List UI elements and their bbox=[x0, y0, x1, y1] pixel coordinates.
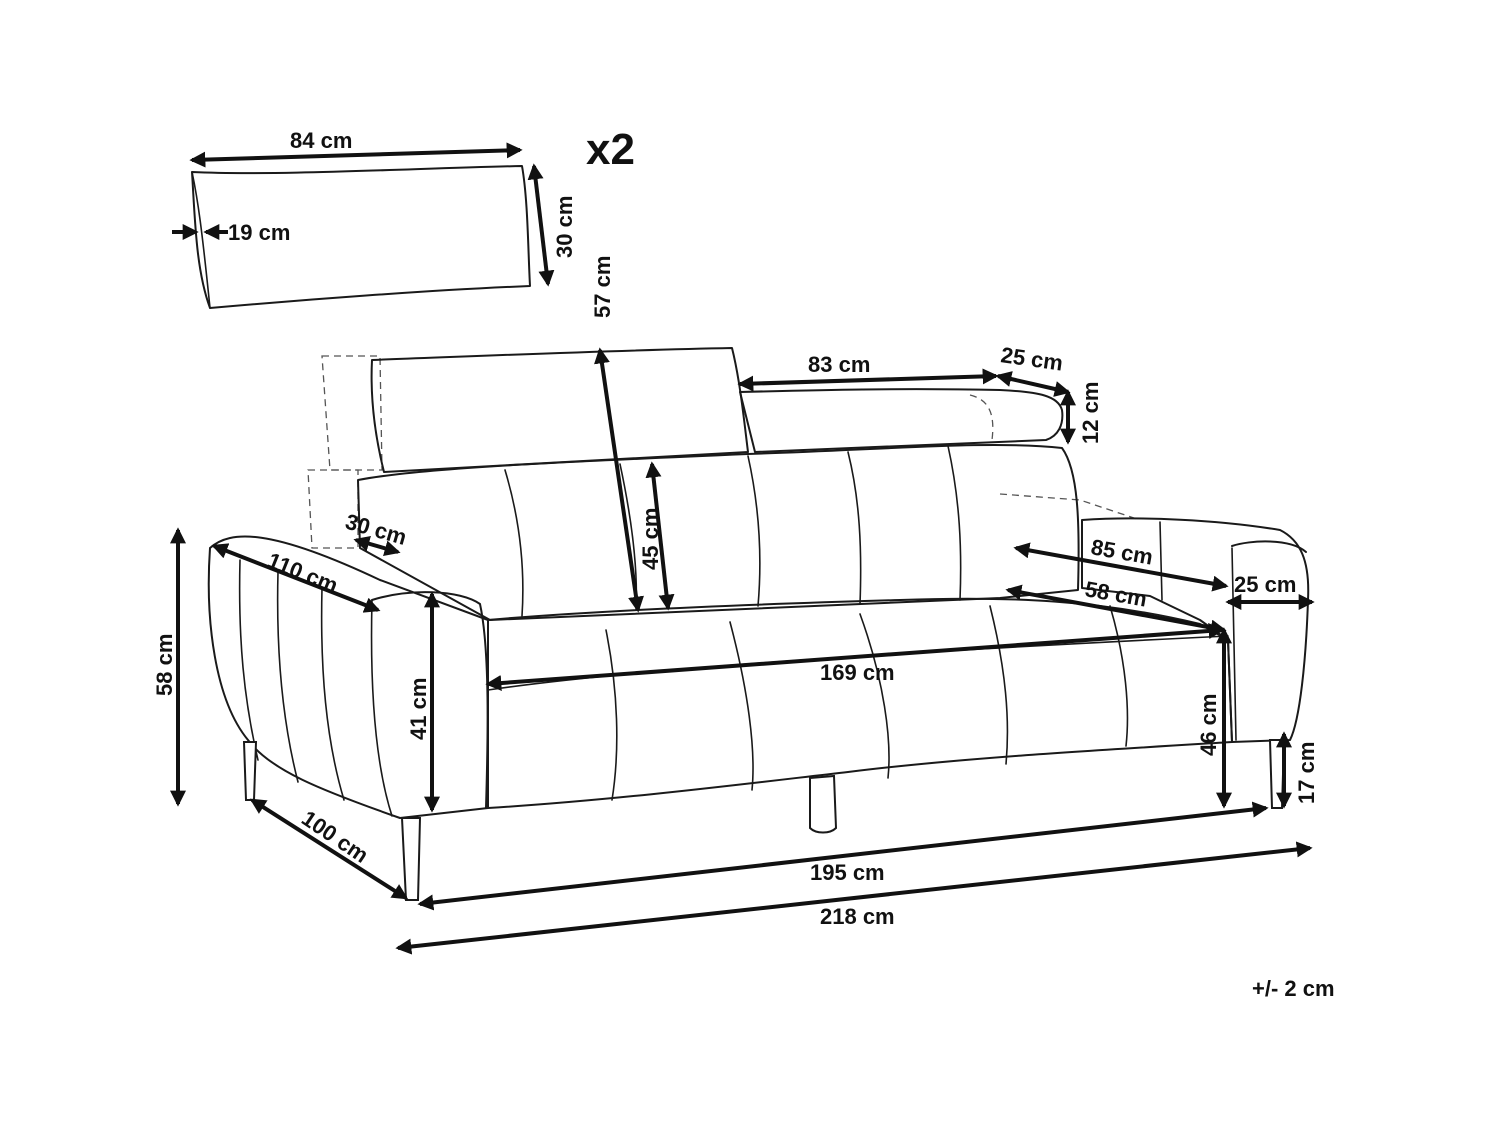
width-195-line bbox=[417, 801, 1269, 911]
headrest bbox=[370, 347, 749, 473]
dimension-lines bbox=[170, 142, 1315, 955]
pillow-depth-label: 19 cm bbox=[228, 220, 290, 245]
pillow-length-label: 84 cm bbox=[290, 128, 352, 153]
headrest-57-label: 57 cm bbox=[590, 256, 615, 318]
seat-169-line bbox=[485, 622, 1225, 692]
armrest-83-label: 83 cm bbox=[808, 352, 870, 377]
headrest-57-line bbox=[594, 347, 644, 613]
width-218-line bbox=[395, 841, 1313, 955]
seat-cushion bbox=[487, 597, 1233, 809]
seat-46-label: 46 cm bbox=[1196, 694, 1221, 756]
pillow-length-line bbox=[189, 142, 523, 168]
arm-25-label: 25 cm bbox=[1234, 572, 1296, 597]
headrest-45-label: 45 cm bbox=[638, 508, 663, 570]
dimension-labels: x2 84 cm 19 cm 30 cm 57 cm 45 cm 30 cm 8… bbox=[152, 125, 1335, 1001]
armrest-83-line bbox=[737, 368, 999, 392]
tolerance-label: +/- 2 cm bbox=[1252, 976, 1335, 1001]
armrest-25-top-line bbox=[995, 371, 1071, 397]
width-195-label: 195 cm bbox=[810, 860, 885, 885]
leg-back-left bbox=[242, 741, 258, 801]
armrest-top-cushion bbox=[739, 388, 1064, 453]
height-58-label: 58 cm bbox=[152, 634, 177, 696]
headrest-45-line bbox=[645, 461, 675, 611]
right-armrest bbox=[1081, 517, 1310, 743]
leg-center bbox=[809, 774, 838, 834]
pillow-height-label: 30 cm bbox=[552, 196, 577, 258]
leg-17-label: 17 cm bbox=[1294, 742, 1319, 804]
pillow-height-line bbox=[527, 163, 555, 287]
width-218-label: 218 cm bbox=[820, 904, 895, 929]
arm-110-line bbox=[211, 543, 381, 613]
armrest-12-label: 12 cm bbox=[1078, 382, 1103, 444]
armrest-25-top-label: 25 cm bbox=[999, 342, 1064, 375]
left-armrest bbox=[207, 535, 489, 819]
pillow-quantity-label: x2 bbox=[586, 125, 635, 174]
sofa-drawing bbox=[207, 347, 1310, 901]
depth-100-line bbox=[249, 798, 409, 900]
leg-front-left bbox=[400, 817, 422, 901]
arm-110-label: 110 cm bbox=[264, 547, 341, 598]
seat-169-label: 169 cm bbox=[820, 660, 895, 685]
arm-41-label: 41 cm bbox=[406, 678, 431, 740]
headrest-raised-ghost bbox=[321, 355, 383, 471]
back-cushion bbox=[357, 443, 1080, 621]
seat-85-line bbox=[1013, 542, 1229, 592]
leg-front-right bbox=[1268, 739, 1286, 809]
